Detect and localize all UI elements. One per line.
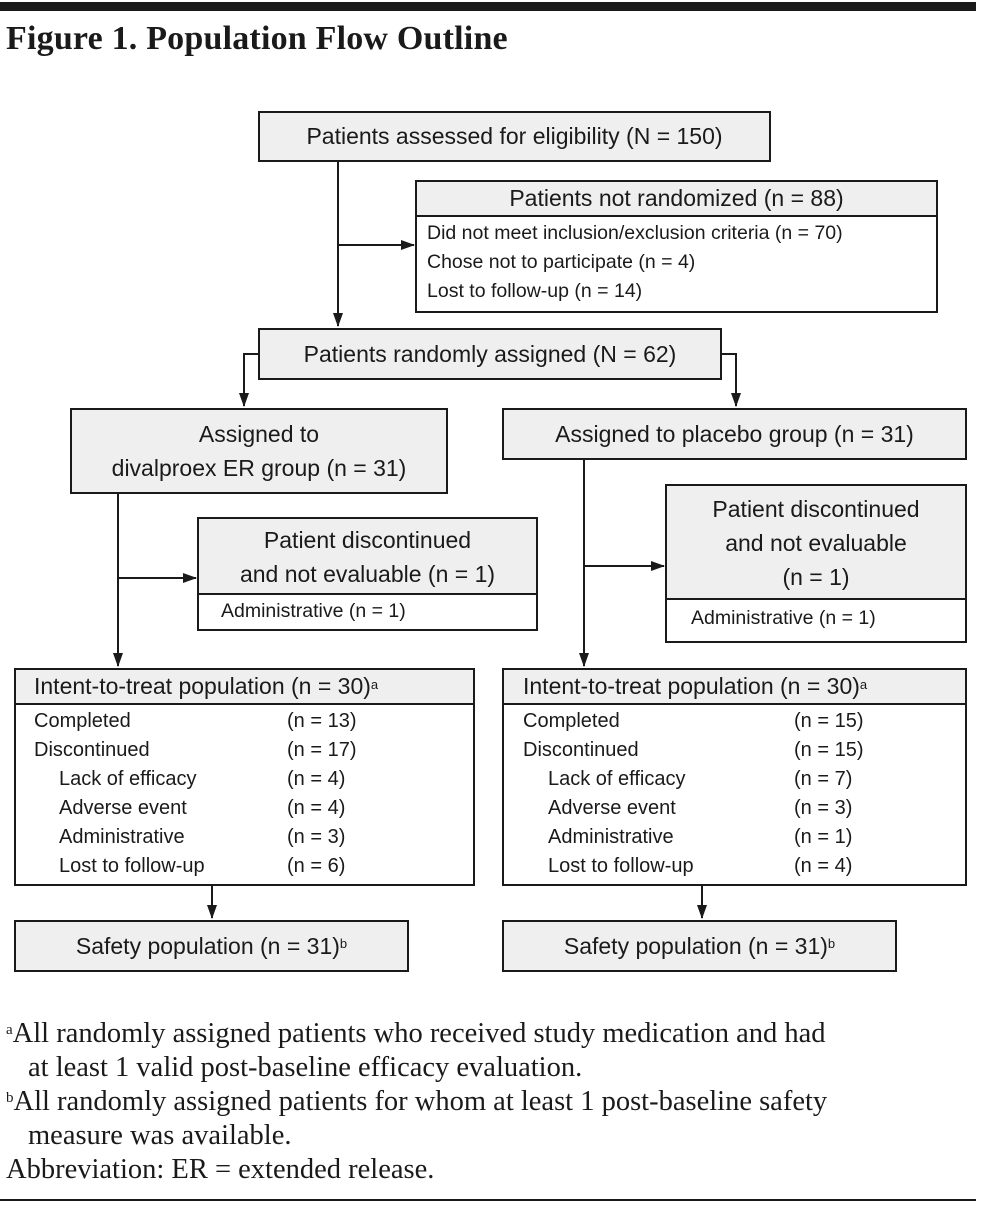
itt-row-value: (n = 15)	[794, 710, 864, 732]
arrow-to-divalproex	[239, 353, 259, 407]
itt-row: Administrative (n = 1)	[504, 823, 965, 852]
randomized-label: Patients randomly assigned (N = 62)	[303, 341, 677, 367]
box-divalproex-itt: Intent-to-treat population (n = 30)a Com…	[14, 668, 475, 886]
itt-row-label: Lost to follow-up	[59, 855, 205, 877]
assessed-label: Patients assessed for eligibility (N = 1…	[306, 123, 723, 149]
itt-row-label: Completed	[523, 710, 620, 732]
divalproex-discontinued-title: and not evaluable (n = 1)	[239, 561, 496, 587]
not-randomized-reason: Chose not to participate (n = 4)	[427, 251, 696, 273]
divalproex-safety-label: Safety population (n = 31)	[75, 933, 340, 959]
box-placebo-safety: Safety population (n = 31)b	[502, 920, 897, 972]
itt-row-label: Administrative	[548, 826, 674, 848]
divalproex-discontinued-reason: Administrative (n = 1)	[221, 600, 406, 622]
placebo-discontinued-title: (n = 1)	[782, 564, 850, 590]
box-not-randomized: Patients not randomized (n = 88) Did not…	[415, 180, 938, 313]
arrow-to-placebo	[722, 353, 741, 407]
divalproex-assigned-line: Assigned to	[198, 421, 320, 447]
divalproex-assigned-line: divalproex ER group (n = 31)	[111, 455, 407, 481]
itt-row-label: Lost to follow-up	[548, 855, 694, 877]
itt-row-value: (n = 15)	[794, 739, 864, 761]
footnote-text: All randomly assigned patients who recei…	[12, 1018, 826, 1049]
bottom-rule	[0, 1199, 976, 1201]
itt-row: Lost to follow-up (n = 6)	[16, 852, 473, 881]
itt-row-label: Discontinued	[34, 739, 150, 761]
footnote-mark-a: a	[859, 677, 868, 692]
footnote-b: bAll randomly assigned patients for whom…	[6, 1085, 976, 1153]
itt-row-value: (n = 17)	[287, 739, 357, 761]
box-placebo-discontinued: Patient discontinued and not evaluable (…	[665, 484, 967, 643]
itt-row-label: Lack of efficacy	[59, 768, 197, 790]
box-placebo-itt: Intent-to-treat population (n = 30)a Com…	[502, 668, 967, 886]
itt-row-label: Administrative	[59, 826, 185, 848]
itt-row-label: Lack of efficacy	[548, 768, 686, 790]
box-divalproex-assigned: Assigned to divalproex ER group (n = 31)	[70, 408, 448, 494]
itt-row: Adverse event (n = 3)	[504, 794, 965, 823]
placebo-safety-label: Safety population (n = 31)	[563, 933, 828, 959]
footnote-a: aAll randomly assigned patients who rece…	[6, 1017, 976, 1085]
box-placebo-assigned: Assigned to placebo group (n = 31)	[502, 408, 967, 460]
itt-row: Lost to follow-up (n = 4)	[504, 852, 965, 881]
footnote-mark-b: b	[339, 936, 348, 951]
not-randomized-title: Patients not randomized (n = 88)	[417, 182, 936, 217]
placebo-itt-title: Intent-to-treat population (n = 30)	[523, 673, 860, 699]
itt-row-value: (n = 3)	[287, 826, 346, 848]
box-randomized: Patients randomly assigned (N = 62)	[258, 328, 722, 380]
placebo-assigned-label: Assigned to placebo group (n = 31)	[555, 421, 914, 447]
itt-row-label: Adverse event	[59, 797, 187, 819]
itt-row-value: (n = 3)	[794, 797, 853, 819]
itt-row: Lack of efficacy (n = 4)	[16, 765, 473, 794]
not-randomized-reason: Did not meet inclusion/exclusion criteri…	[427, 222, 843, 244]
footnotes: aAll randomly assigned patients who rece…	[6, 1017, 976, 1187]
itt-row-label: Completed	[34, 710, 131, 732]
abbreviation-note: Abbreviation: ER = extended release.	[6, 1154, 435, 1185]
itt-row-value: (n = 6)	[287, 855, 346, 877]
box-assessed: Patients assessed for eligibility (N = 1…	[258, 111, 771, 162]
itt-row-value: (n = 4)	[287, 768, 346, 790]
divalproex-discontinued-title: Patient discontinued	[263, 527, 472, 553]
itt-row-value: (n = 4)	[794, 855, 853, 877]
itt-row: Discontinued (n = 17)	[16, 736, 473, 765]
box-divalproex-discontinued: Patient discontinued and not evaluable (…	[197, 517, 538, 631]
footnote-mark-a: a	[370, 677, 379, 692]
itt-row: Lack of efficacy (n = 7)	[504, 765, 965, 794]
top-rule	[0, 2, 976, 11]
footnote-text: at least 1 valid post-baseline efficacy …	[28, 1052, 583, 1083]
placebo-discontinued-title: and not evaluable	[725, 530, 907, 556]
placebo-discontinued-reason: Administrative (n = 1)	[691, 607, 876, 629]
figure-title: Figure 1. Population Flow Outline	[6, 20, 508, 57]
placebo-discontinued-title: Patient discontinued	[712, 496, 920, 522]
footnote-mark: b	[6, 1090, 14, 1106]
footnote-mark-b: b	[827, 936, 836, 951]
footnote-mark: a	[6, 1022, 13, 1038]
box-divalproex-safety: Safety population (n = 31)b	[14, 920, 409, 972]
footnote-text: All randomly assigned patients for whom …	[13, 1086, 828, 1117]
itt-row: Adverse event (n = 4)	[16, 794, 473, 823]
itt-row: Completed (n = 13)	[16, 707, 473, 736]
not-randomized-reason: Lost to follow-up (n = 14)	[427, 280, 643, 302]
divalproex-itt-title: Intent-to-treat population (n = 30)	[34, 673, 371, 699]
itt-row-value: (n = 1)	[794, 826, 853, 848]
itt-row-label: Discontinued	[523, 739, 639, 761]
itt-row: Completed (n = 15)	[504, 707, 965, 736]
itt-row: Discontinued (n = 15)	[504, 736, 965, 765]
itt-row-value: (n = 13)	[287, 710, 357, 732]
itt-row-value: (n = 4)	[287, 797, 346, 819]
itt-row: Administrative (n = 3)	[16, 823, 473, 852]
itt-row-value: (n = 7)	[794, 768, 853, 790]
itt-row-label: Adverse event	[548, 797, 676, 819]
footnote-text: measure was available.	[28, 1120, 292, 1151]
